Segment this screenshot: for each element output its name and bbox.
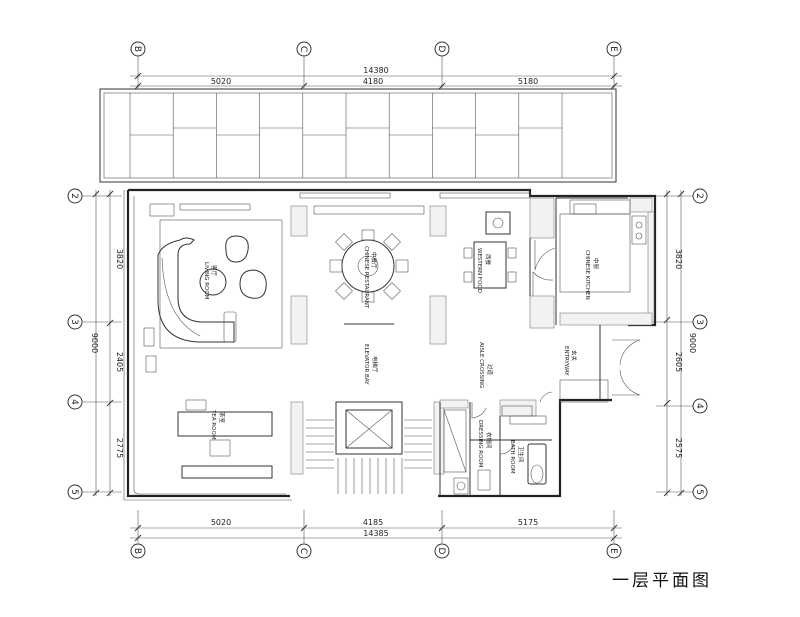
dim-left-total: 9000 (90, 333, 99, 353)
room-label-dressing-cn: 衣帽间 (485, 432, 493, 449)
axis-label-4-left: 4 (69, 399, 79, 405)
dim-right-seg-1: 3820 (674, 249, 683, 269)
room-label-bath-en: BATH ROOM (509, 440, 515, 474)
axis-label-d-top: D (436, 46, 446, 53)
interior-partitions (439, 197, 631, 496)
axis-label-c-bottom: C (298, 548, 308, 554)
elevator-and-stair (306, 401, 432, 494)
exterior-walls (123, 188, 657, 501)
dim-top-total: 14380 (363, 66, 388, 75)
dim-top-seg-2: 4180 (363, 77, 383, 86)
western-dining-furniture (463, 211, 517, 289)
axis-label-b-top: B (132, 46, 142, 52)
dim-top-seg-3: 5180 (518, 77, 538, 86)
dim-bottom-seg-2: 4185 (363, 518, 383, 527)
room-label-aisle-en: AISLE CROSSING (478, 342, 484, 388)
room-label-dining-en: CHINESE RESTAURANT (363, 246, 369, 309)
room-label-elevator-en: ELEVATOR BAY (363, 344, 369, 385)
right-dimensions: 3820 2605 2575 9000 2 3 4 5 (656, 188, 708, 500)
dim-right-total: 9000 (688, 333, 697, 353)
axis-label-5-right: 5 (694, 489, 704, 495)
left-dimensions: 9000 3820 2405 2775 2 3 4 5 (67, 188, 124, 500)
dressing-and-bath (453, 405, 547, 495)
door-swings (471, 240, 641, 455)
dim-left-seg-3: 2775 (115, 438, 124, 458)
axis-label-3-right: 3 (694, 319, 704, 325)
dim-bottom-seg-3: 5175 (518, 518, 538, 527)
kitchen-fixtures (559, 203, 647, 293)
room-label-living-cn: 客厅 (210, 265, 218, 277)
axis-label-d-bottom: D (436, 548, 446, 555)
drawing-title: 一层平面图 (612, 571, 712, 591)
dim-left-seg-2: 2405 (115, 352, 124, 372)
axis-label-b-bottom: B (132, 548, 142, 554)
room-label-western-en: WESTERN FOOD (476, 248, 482, 293)
axis-label-2-right: 2 (694, 193, 704, 199)
dim-bottom-total: 14385 (363, 529, 388, 538)
axis-label-3-left: 3 (69, 319, 79, 325)
dim-left-seg-1: 3820 (115, 249, 124, 269)
room-label-tea-cn: 茶室 (218, 412, 226, 424)
room-label-dining-cn: 中餐厅 (370, 252, 378, 269)
dim-top-seg-1: 5020 (211, 77, 231, 86)
room-label-dressing-en: DRESSING ROOM (477, 420, 483, 468)
dim-bottom-seg-1: 5020 (211, 518, 231, 527)
room-label-kitchen-en: CHINESE KITCHEN (584, 250, 590, 300)
top-axis-markers: B C D E (130, 41, 622, 88)
axis-label-4-right: 4 (694, 403, 704, 409)
axis-label-e-top: E (608, 46, 618, 52)
room-label-living-en: LIVING ROOM (203, 262, 209, 300)
structural-columns (290, 197, 655, 475)
top-dimensions: 14380 5020 4180 5180 (130, 66, 622, 90)
room-label-aisle-cn: 过道 (486, 364, 494, 376)
axis-label-5-left: 5 (69, 489, 79, 495)
room-label-entry-cn: 玄关 (570, 350, 578, 362)
bottom-dimensions: 5020 4185 5175 14385 B C D E (130, 510, 622, 559)
room-label-tea-en: TEA ROOM (210, 409, 216, 440)
dining-room-furniture (313, 205, 425, 325)
room-label-entry-en: ENTRYWAY (563, 346, 569, 376)
tea-room-furniture (177, 399, 273, 479)
room-label-kitchen-cn: 中厨 (592, 258, 600, 270)
axis-label-e-bottom: E (608, 548, 618, 554)
room-label-western-cn: 西餐 (484, 254, 492, 266)
dim-right-seg-2: 2605 (674, 352, 683, 372)
dim-right-seg-3: 2575 (674, 438, 683, 458)
room-label-bath-cn: 卫生间 (517, 446, 525, 463)
axis-label-c-top: C (298, 46, 308, 52)
axis-label-2-left: 2 (69, 193, 79, 199)
living-room-furniture (143, 219, 283, 373)
room-label-elevator-cn: 电梯厅 (371, 356, 379, 373)
terrace-grid (99, 88, 617, 183)
